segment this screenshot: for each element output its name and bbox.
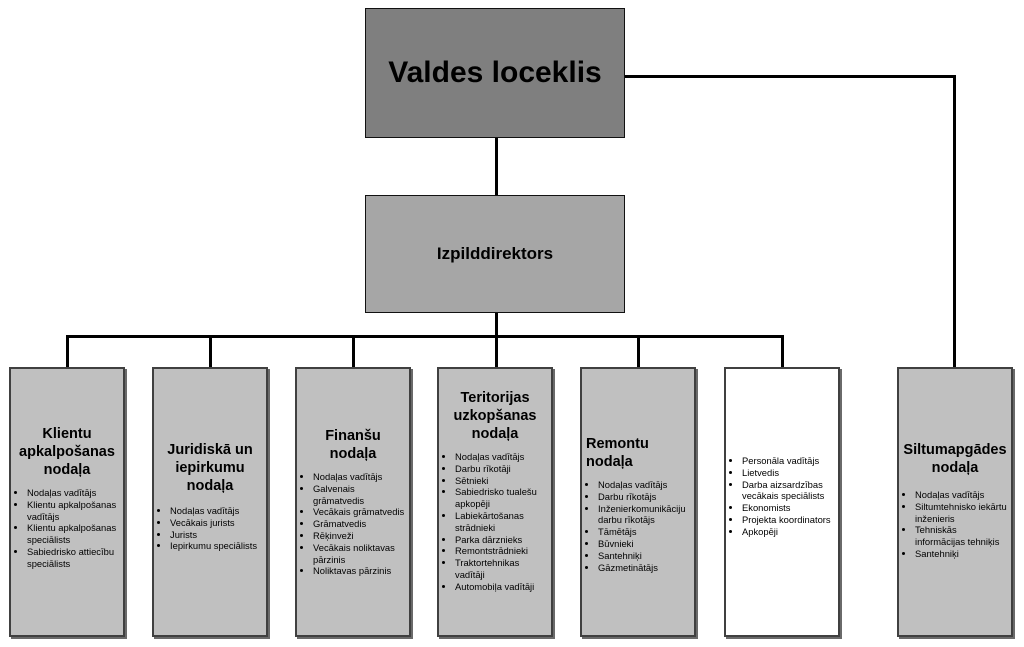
connector-drop-5 xyxy=(637,335,640,367)
role-item: Grāmatvedis xyxy=(313,518,405,530)
role-item: Parka dārznieks xyxy=(455,534,547,546)
role-item: Tehniskās informācijas tehniķis xyxy=(915,524,1007,548)
connector-drop-6 xyxy=(781,335,784,367)
role-item: Gāzmetinātājs xyxy=(598,562,690,574)
role-list: Personāla vadītājs Lietvedis Darba aizsa… xyxy=(730,455,834,538)
department-title: Klientu apkalpošanas nodaļa xyxy=(19,426,115,478)
department-box-repairs: Remontu nodaļa Nodaļas vadītājs Darbu rī… xyxy=(580,367,696,637)
department-box-legal-procurement: Juridiskā un iepirkumu nodaļa Nodaļas va… xyxy=(152,367,268,637)
role-item: Traktortehnikas vadītāji xyxy=(455,557,547,581)
department-title: Juridiskā un iepirkumu nodaļa xyxy=(167,442,253,494)
role-item: Klientu apkalpošanas speciālists xyxy=(27,522,119,546)
role-item: Projekta koordinators xyxy=(742,514,834,526)
connector-top-to-right xyxy=(625,75,956,78)
department-box-territory-maintenance: Teritorijas uzkopšanas nodaļa Nodaļas va… xyxy=(437,367,553,637)
role-item: Siltumtehnisko iekārtu inženieris xyxy=(915,501,1007,525)
connector-right-down xyxy=(953,75,956,367)
role-item: Apkopēji xyxy=(742,526,834,538)
role-item: Sabiedrisko tualešu apkopēji xyxy=(455,486,547,510)
role-item: Noliktavas pārzinis xyxy=(313,565,405,577)
role-list: Nodaļas vadītājs Siltumtehnisko iekārtu … xyxy=(903,489,1007,560)
role-item: Nodaļas vadītājs xyxy=(598,479,690,491)
role-item: Labiekārtošanas strādnieki xyxy=(455,510,547,534)
connector-drop-3 xyxy=(352,335,355,367)
board-member-label: Valdes loceklis xyxy=(388,56,602,89)
role-list: Nodaļas vadītājs Galvenais grāmatvedis V… xyxy=(301,471,405,577)
role-item: Darbu rīkotāji xyxy=(455,463,547,475)
role-item: Darbu rīkotājs xyxy=(598,491,690,503)
role-item: Nodaļas vadītājs xyxy=(313,471,405,483)
role-list: Nodaļas vadītājs Klientu apkalpošanas va… xyxy=(15,487,119,570)
role-item: Galvenais grāmatvedis xyxy=(313,483,405,507)
role-item: Iepirkumu speciālists xyxy=(170,540,262,552)
department-box-heat-supply: Siltumapgādes nodaļa Nodaļas vadītājs Si… xyxy=(897,367,1013,637)
role-item: Nodaļas vadītājs xyxy=(27,487,119,499)
role-item: Vecākais noliktavas pārzinis xyxy=(313,542,405,566)
role-item: Darba aizsardzības vecākais speciālists xyxy=(742,479,834,503)
department-box-client-service: Klientu apkalpošanas nodaļa Nodaļas vadī… xyxy=(9,367,125,637)
department-title: Remontu nodaļa xyxy=(586,436,649,470)
role-item: Vecākais jurists xyxy=(170,517,262,529)
role-item: Sabiedrisko attiecību speciālists xyxy=(27,546,119,570)
department-box-administration: Personāla vadītājs Lietvedis Darba aizsa… xyxy=(724,367,840,637)
role-item: Nodaļas vadītājs xyxy=(915,489,1007,501)
connector-top-to-mid xyxy=(495,138,498,195)
department-title: Teritorijas uzkopšanas nodaļa xyxy=(453,390,537,442)
executive-director-label: Izpilddirektors xyxy=(436,244,554,263)
role-list: Nodaļas vadītājs Darbu rīkotāji Sētnieki… xyxy=(443,451,547,593)
role-item: Tāmētājs xyxy=(598,526,690,538)
role-item: Būvnieki xyxy=(598,538,690,550)
role-item: Rēķinveži xyxy=(313,530,405,542)
role-item: Jurists xyxy=(170,529,262,541)
role-item: Lietvedis xyxy=(742,467,834,479)
board-member-box: Valdes loceklis xyxy=(365,8,625,138)
role-item: Sētnieki xyxy=(455,475,547,487)
role-item: Remontstrādnieki xyxy=(455,545,547,557)
role-item: Santehniķi xyxy=(915,548,1007,560)
connector-horizontal-bus xyxy=(66,335,784,338)
role-item: Klientu apkalpošanas vadītājs xyxy=(27,499,119,523)
role-item: Automobiļa vadītāji xyxy=(455,581,547,593)
department-title: Finanšu nodaļa xyxy=(325,428,381,462)
role-item: Inženierkomunikāciju darbu rīkotājs xyxy=(598,503,690,527)
executive-director-box: Izpilddirektors xyxy=(365,195,625,313)
connector-drop-4 xyxy=(495,335,498,367)
role-list: Nodaļas vadītājs Darbu rīkotājs Inženier… xyxy=(586,479,690,573)
connector-drop-2 xyxy=(209,335,212,367)
connector-drop-1 xyxy=(66,335,69,367)
role-list: Nodaļas vadītājs Vecākais jurists Jurist… xyxy=(158,505,262,552)
role-item: Santehniķi xyxy=(598,550,690,562)
department-title: Siltumapgādes nodaļa xyxy=(903,442,1007,476)
role-item: Ekonomists xyxy=(742,502,834,514)
role-item: Nodaļas vadītājs xyxy=(170,505,262,517)
role-item: Vecākais grāmatvedis xyxy=(313,506,405,518)
role-item: Nodaļas vadītājs xyxy=(455,451,547,463)
department-box-finance: Finanšu nodaļa Nodaļas vadītājs Galvenai… xyxy=(295,367,411,637)
role-item: Personāla vadītājs xyxy=(742,455,834,467)
connector-mid-down xyxy=(495,313,498,337)
